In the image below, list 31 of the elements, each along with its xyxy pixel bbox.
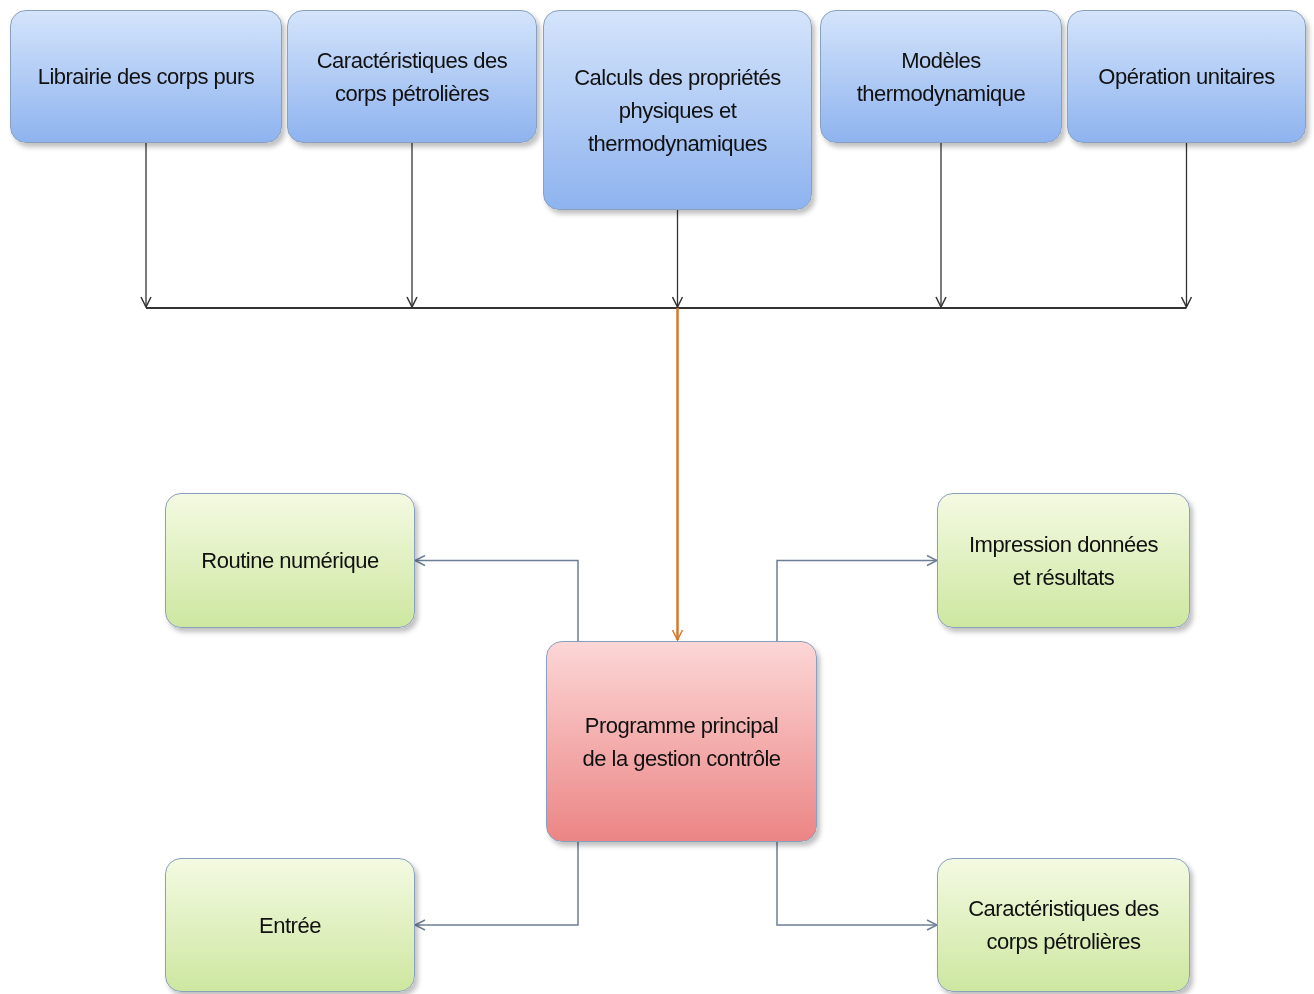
arrow: [414, 841, 579, 931]
box-label: Programme principal de la gestion contrôle: [581, 711, 782, 773]
process-box: [543, 10, 812, 210]
arrow: [671, 209, 684, 308]
box-label: Entrée: [259, 911, 321, 940]
process-box: [10, 10, 282, 143]
main-process-box: [546, 641, 817, 842]
box-label: Librairie des corps purs: [37, 63, 255, 91]
process-box: [1067, 10, 1306, 143]
arrow: [414, 554, 579, 642]
process-box: [820, 10, 1062, 143]
arrow: [406, 142, 418, 308]
bus-line: [145, 307, 1188, 309]
box-label: Routine numérique: [201, 547, 379, 575]
arrow: [776, 841, 938, 931]
arrow: [776, 554, 938, 642]
box-label: Impression données et résultats: [967, 530, 1160, 592]
arrow: [1180, 142, 1193, 308]
box-label: Caractéristiques des corps pétrolières: [967, 895, 1160, 956]
process-box: [165, 858, 415, 992]
box-label: Modèles thermodynamique: [855, 46, 1027, 108]
box-label: Calculs des propriétés physiques et thermodynamiques: [573, 63, 782, 158]
box-label: Caractéristiques des corps pétrolières: [315, 46, 509, 108]
process-box: [937, 493, 1190, 628]
arrow: [140, 142, 152, 308]
arrow: [671, 308, 684, 641]
arrow: [935, 142, 947, 308]
process-box: [937, 858, 1190, 992]
process-box: [287, 10, 537, 143]
box-label: Opération unitaires: [1098, 63, 1275, 91]
process-box: [165, 493, 415, 628]
